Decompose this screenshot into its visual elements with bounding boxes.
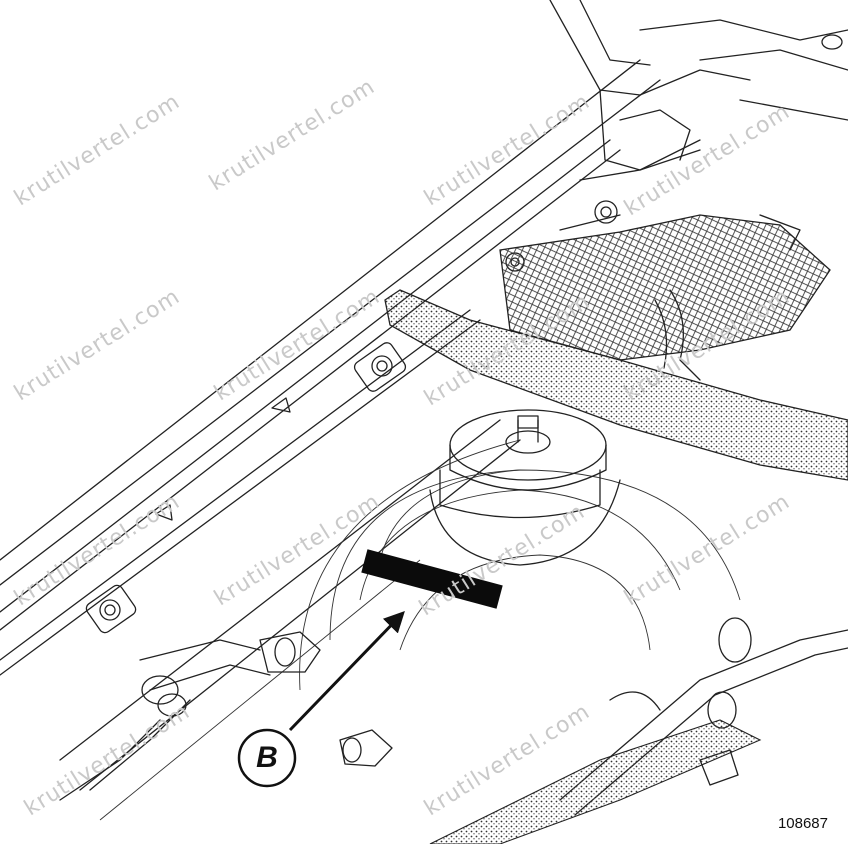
rail-clip <box>271 397 291 413</box>
dotted-pipe <box>429 719 762 844</box>
rail-clip <box>155 504 173 521</box>
lower-hoses <box>59 631 393 801</box>
strut-top-mount <box>449 409 607 491</box>
bolt-left-rail <box>353 342 407 392</box>
callout-label: B <box>256 741 278 774</box>
strut-tower <box>299 439 741 691</box>
frame-rails <box>0 59 661 821</box>
bolt-upper <box>594 200 618 224</box>
callout-circle <box>237 728 297 788</box>
bolt-lower-rail <box>85 584 137 634</box>
lower-right-pipes <box>429 617 848 844</box>
figure-number: 108687 <box>777 815 828 832</box>
upper-bracket <box>549 0 848 231</box>
foam-seal <box>384 289 848 481</box>
callout-leader-arrow <box>288 610 405 732</box>
marker-bar <box>361 549 503 609</box>
